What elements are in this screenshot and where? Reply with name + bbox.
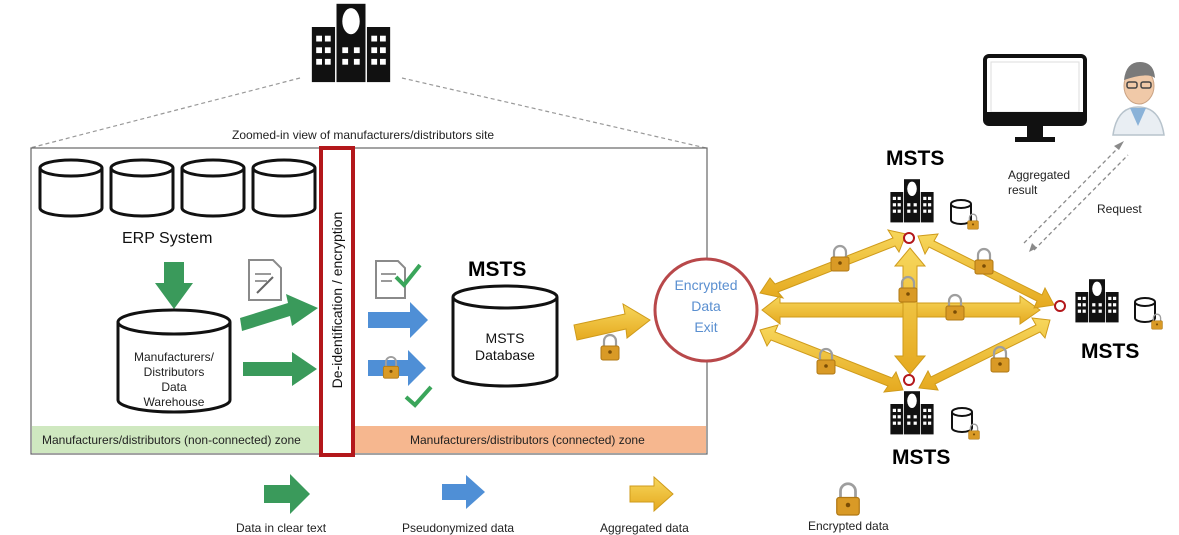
legend-gold-arrow — [629, 475, 674, 513]
legend-green-arrow — [264, 474, 310, 514]
msts-node-top-db-icon — [950, 199, 972, 225]
node-bottom-connector — [903, 374, 915, 386]
msts-node-right-building-icon — [1075, 279, 1119, 323]
legend-clear-text-label: Data in clear text — [236, 521, 327, 535]
warehouse-label-line: Manufacturers/ — [133, 350, 215, 364]
user-avatar-icon — [1112, 62, 1165, 136]
msts-node-bottom-label: MSTS — [892, 446, 951, 469]
lock-icon — [829, 244, 851, 273]
legend-lock-icon — [835, 482, 861, 517]
manufacturer-building-icon — [311, 3, 391, 83]
msts-db-label-line: Database — [475, 347, 535, 363]
network-arrows — [759, 229, 1055, 393]
request-response-arrows — [1023, 145, 1129, 251]
aggregated-result-line: result — [1008, 183, 1038, 197]
request-label: Request — [1097, 202, 1142, 216]
de-identification-box — [319, 146, 355, 457]
monitor-icon — [983, 54, 1087, 142]
msts-node-right-db-icon — [1134, 297, 1156, 323]
exit-label-line: Exit — [694, 319, 718, 335]
lock-icon — [973, 247, 995, 276]
connected-zone — [352, 426, 706, 453]
lock-icon — [1150, 313, 1164, 330]
msts-node-bottom-building-icon — [890, 391, 934, 435]
msts-node-right-label: MSTS — [1081, 340, 1140, 363]
checked-document-icon — [375, 260, 422, 299]
msts-node-bottom-db-icon — [951, 407, 973, 433]
document-icon — [248, 259, 282, 301]
exit-label-line: Encrypted — [674, 277, 738, 293]
check-icon — [404, 385, 433, 408]
node-right-connector — [1054, 300, 1066, 312]
erp-system-label: ERP System — [122, 230, 213, 247]
aggregated-result-line: Aggregated — [1008, 168, 1071, 182]
msts-database-label: MSTS Database — [453, 330, 557, 364]
legend-blue-arrow — [442, 475, 485, 509]
deid-encryption-label: De-identification / encryption — [329, 211, 345, 389]
msts-node-top-building-icon — [890, 179, 934, 223]
lock-icon — [967, 423, 981, 440]
clear-data-arrow-upper — [240, 294, 318, 331]
legend-encrypted-label: Encrypted data — [808, 519, 889, 533]
erp-to-warehouse-arrow — [155, 262, 193, 309]
aggregated-arrow-out — [573, 302, 651, 341]
request-arrowhead — [1029, 243, 1037, 252]
msts-db-label-line: MSTS — [485, 330, 525, 346]
perspective-line-left — [29, 77, 301, 149]
encrypted-data-exit-circle — [653, 257, 759, 363]
msts-node-top-label: MSTS — [886, 147, 945, 170]
warehouse-label: Manufacturers/ Distributors Data Warehou… — [118, 350, 230, 410]
encrypted-data-exit-label: Encrypted Data Exit — [655, 275, 757, 338]
non-connected-zone — [32, 426, 322, 453]
legend-aggregated-label: Aggregated data — [600, 521, 689, 535]
connected-zone-label: Manufacturers/distributors (connected) z… — [410, 433, 645, 447]
warehouse-label-line: Distributors — [143, 365, 205, 379]
aggregated-result-label: Aggregated result — [1008, 168, 1070, 198]
response-arrowhead — [1114, 141, 1124, 150]
warehouse-label-line: Data — [161, 380, 187, 394]
zoom-caption: Zoomed-in view of manufacturers/distribu… — [232, 128, 495, 142]
non-connected-zone-label: Manufacturers/distributors (non-connecte… — [42, 433, 301, 447]
legend-pseudonymized-label: Pseudonymized data — [402, 521, 515, 535]
lock-icon — [966, 213, 980, 230]
clear-data-arrow-lower — [243, 352, 317, 386]
lock-icon — [944, 293, 966, 322]
data-warehouse-icon — [116, 308, 232, 414]
exit-label-line: Data — [691, 298, 721, 314]
msts-heading: MSTS — [468, 258, 527, 281]
warehouse-label-line: Warehouse — [143, 395, 205, 409]
pseudonymized-arrow-upper — [368, 302, 428, 338]
erp-database-icons — [38, 158, 317, 218]
perspective-line-right — [401, 77, 707, 149]
node-top-connector — [903, 232, 915, 244]
msts-database-icon — [451, 284, 559, 388]
